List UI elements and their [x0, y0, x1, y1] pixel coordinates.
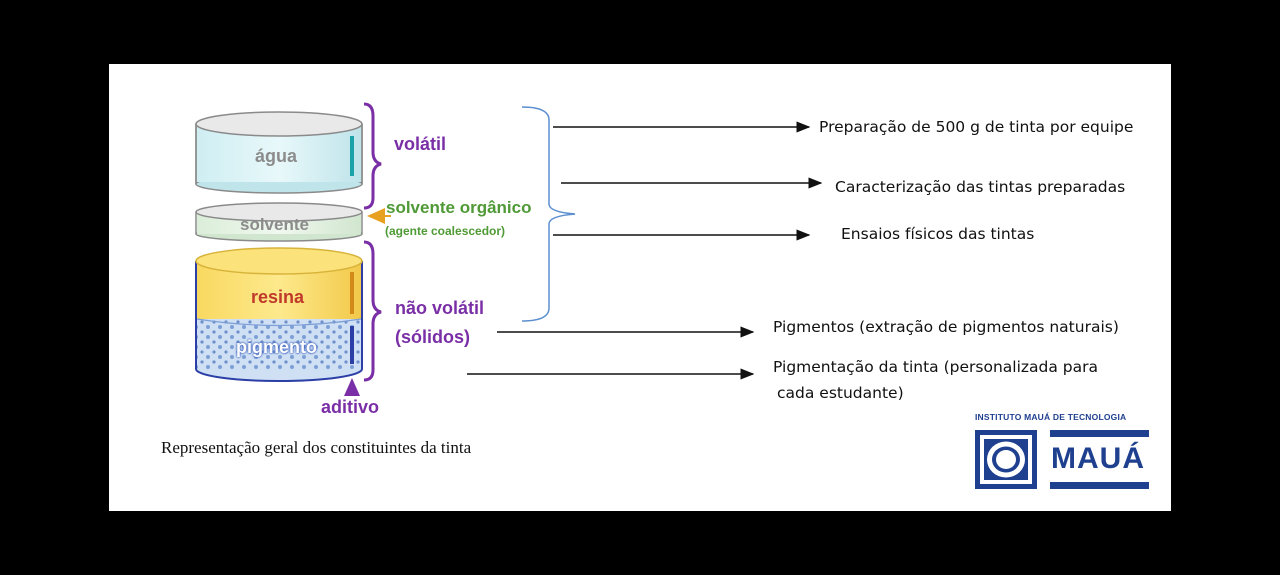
label-agua: água [255, 146, 298, 166]
activity-preparacao: Preparação de 500 g de tinta por equipe [819, 118, 1134, 136]
label-solvente-organico: solvente orgânico [386, 198, 532, 217]
activity-pigmentacao-line1: Pigmentação da tinta (personalizada para [773, 358, 1098, 376]
paint-constituents-diagram [195, 102, 1149, 489]
logo-brand-name: MAUÁ [1051, 442, 1145, 475]
label-agente-coalescedor: (agente coalescedor) [385, 224, 506, 238]
maua-logo-mark [975, 430, 1149, 489]
label-aditivo: aditivo [321, 397, 380, 417]
solvent-cylinder [195, 202, 363, 242]
nonvolatile-brace [363, 240, 382, 382]
activity-caracterizacao: Caracterização das tintas preparadas [835, 178, 1126, 196]
label-resina: resina [251, 287, 305, 307]
label-nao-volatil: não volátil [395, 298, 485, 318]
activity-pigmentacao-line2: cada estudante) [777, 384, 904, 402]
activities-bracket [521, 106, 576, 322]
diagram-panel: água solvente resina pigmento volátil so… [109, 64, 1171, 511]
label-pigmento: pigmento [236, 337, 317, 357]
label-solidos: (sólidos) [395, 327, 470, 347]
volatile-brace [363, 102, 382, 210]
water-cylinder [195, 111, 363, 194]
activity-ensaios: Ensaios físicos das tintas [841, 225, 1035, 243]
activity-pigmentos: Pigmentos (extração de pigmentos naturai… [773, 318, 1119, 336]
resin-pigment-cylinder [195, 247, 363, 382]
diagram-caption: Representação geral dos constituintes da… [161, 438, 472, 457]
logo-institute-name: INSTITUTO MAUÁ DE TECNOLOGIA [975, 412, 1127, 422]
label-volatil: volátil [394, 134, 447, 154]
label-solvente: solvente [240, 215, 309, 234]
